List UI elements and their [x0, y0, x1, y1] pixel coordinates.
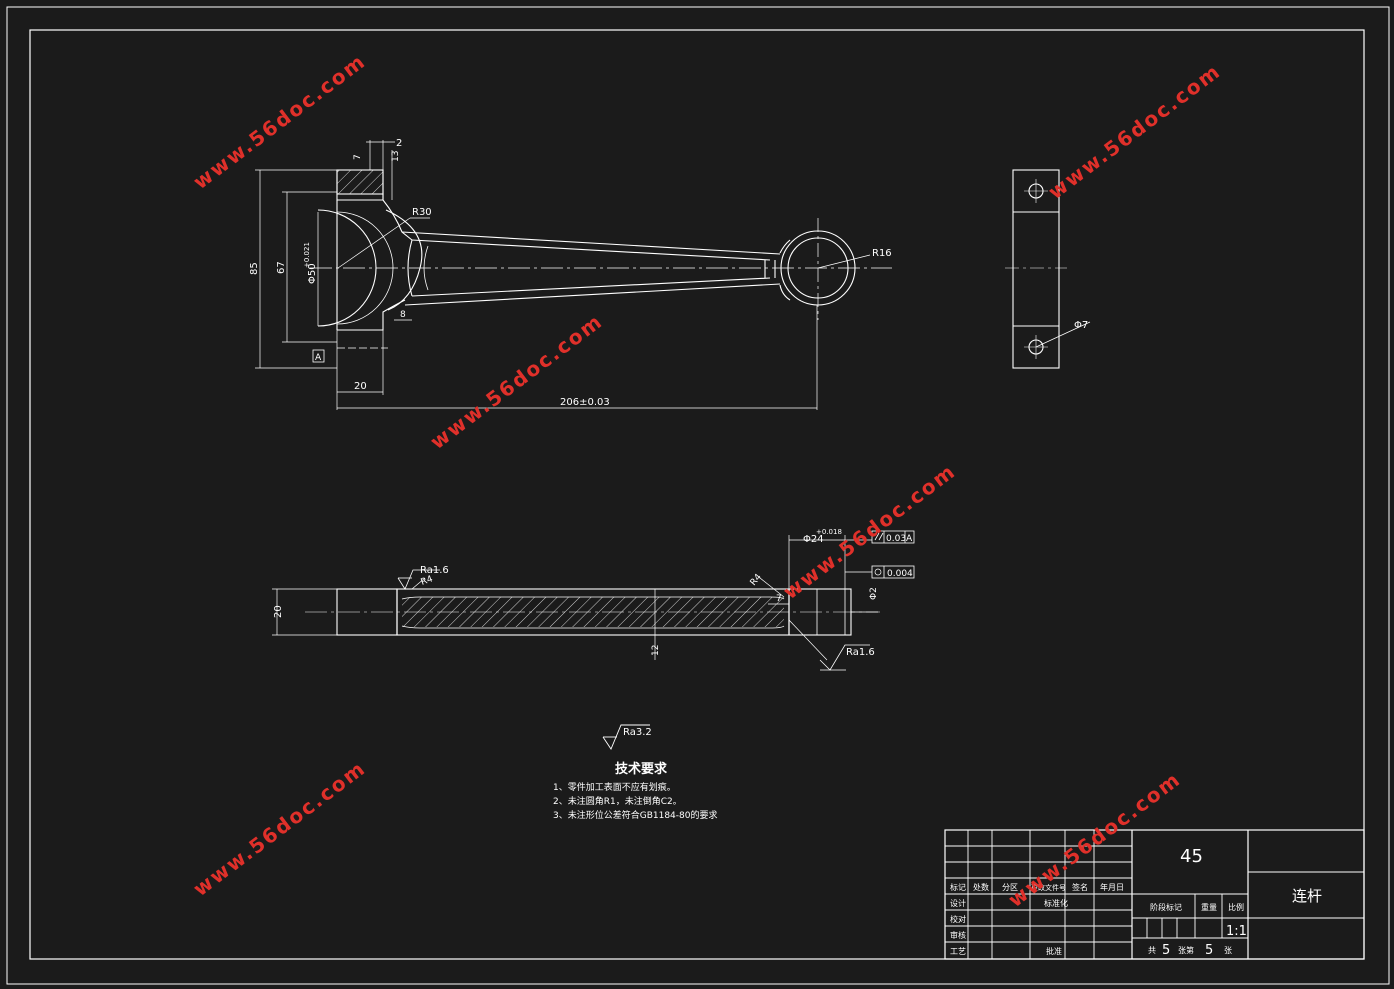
- dim-20: 20: [354, 381, 367, 392]
- dim-small-bore-tol: +0.018: [816, 528, 842, 536]
- row-label-check: 校对: [950, 914, 966, 924]
- general-roughness-label: Ra3.2: [623, 727, 652, 738]
- sheet-num: 5: [1205, 943, 1213, 958]
- dim-7-top: 7: [353, 154, 363, 160]
- dim-r4-right: R4: [749, 572, 765, 588]
- material: 45: [1180, 846, 1203, 867]
- outer-border: [6, 6, 1390, 985]
- sheet-label-end: 张: [1224, 946, 1232, 955]
- dim-r30: R30: [412, 207, 432, 218]
- dim-8: 8: [400, 310, 406, 320]
- watermark-5: www.56doc.com: [189, 756, 371, 901]
- dim-2: 2: [396, 138, 402, 149]
- title-block-text: 45 连杆 1:1 阶段标记 重量 比例 共 5 张第 5 张 标记 处数 分区…: [950, 846, 1322, 958]
- tech-req-item-2: 2、未注圆角R1，未注倒角C2。: [553, 795, 682, 807]
- section-view: [272, 530, 915, 671]
- dim-13: 13: [391, 151, 401, 162]
- dim-r16: R16: [872, 248, 892, 259]
- top-view-dims: 2 13 7 R30 85 67 Φ50 +0.021 8 A 20 206±0…: [249, 138, 892, 408]
- dim-r4-left: R4: [420, 574, 435, 588]
- col-label-4: 更改文件号: [1031, 883, 1066, 892]
- title-block: [944, 829, 1365, 960]
- dim-h20: 20: [273, 605, 284, 618]
- col-label-6: 年月日: [1100, 882, 1124, 892]
- dim-hole: Φ7: [1074, 320, 1088, 331]
- dim-ra-right: Ra1.6: [846, 647, 875, 658]
- tech-req-item-3: 3、未注形位公差符合GB1184-80的要求: [553, 809, 717, 821]
- dim-small-bore: Φ24: [803, 534, 824, 545]
- row-label-review: 审核: [950, 930, 966, 940]
- dim-85: 85: [249, 262, 260, 275]
- std-label: 标准化: [1044, 898, 1068, 908]
- dim-phi2: Φ2: [869, 587, 879, 600]
- watermark-4: www.56doc.com: [779, 459, 961, 604]
- part-name: 连杆: [1292, 887, 1322, 905]
- dim-bore-tol: +0.021: [303, 242, 311, 268]
- tech-req-title: 技术要求: [615, 761, 668, 777]
- dim-7: 7: [776, 594, 782, 604]
- dim-h12: 12: [651, 645, 661, 656]
- weight-label: 重量: [1201, 902, 1217, 912]
- dim-bore: Φ50: [307, 263, 318, 284]
- sheet-label-num: 张第: [1178, 945, 1194, 955]
- dim-length: 206±0.03: [560, 397, 610, 408]
- approve-label: 批准: [1046, 946, 1062, 956]
- hatch-block: [336, 169, 384, 195]
- watermark-2: www.56doc.com: [1044, 59, 1226, 204]
- row-label-design: 设计: [950, 898, 966, 908]
- datum-a: A: [315, 353, 322, 363]
- col-label-3: 分区: [1002, 883, 1018, 892]
- tech-req-item-1: 1、零件加工表面不应有划痕。: [553, 781, 676, 793]
- col-label-1: 标记: [950, 882, 966, 892]
- dim-ra-left: Ra1.6: [420, 565, 449, 576]
- watermark-6: www.56doc.com: [1004, 767, 1186, 912]
- sheet-label-total: 共: [1148, 946, 1156, 955]
- col-label-5: 签名: [1072, 882, 1088, 892]
- top-view: [255, 140, 892, 410]
- inner-frame: [29, 29, 1365, 960]
- tol-cylindricity: 0.004: [887, 569, 913, 579]
- row-label-process: 工艺: [950, 947, 966, 956]
- sheet-total: 5: [1162, 943, 1170, 958]
- section-view-dims: Ra1.6 R4 R4 20 12 Φ24 +0.018 0.03 A 0.00…: [273, 528, 913, 658]
- general-roughness: [602, 724, 650, 750]
- watermark-3: www.56doc.com: [426, 309, 608, 454]
- scale-label: 比例: [1228, 902, 1244, 912]
- dim-67: 67: [276, 261, 287, 274]
- stage-label: 阶段标记: [1150, 902, 1182, 912]
- tol-parallel-datum: A: [906, 534, 913, 544]
- tol-parallel: 0.03: [886, 534, 906, 544]
- scale-value: 1:1: [1226, 924, 1247, 939]
- col-label-2: 处数: [973, 882, 989, 892]
- side-view: [1005, 169, 1091, 369]
